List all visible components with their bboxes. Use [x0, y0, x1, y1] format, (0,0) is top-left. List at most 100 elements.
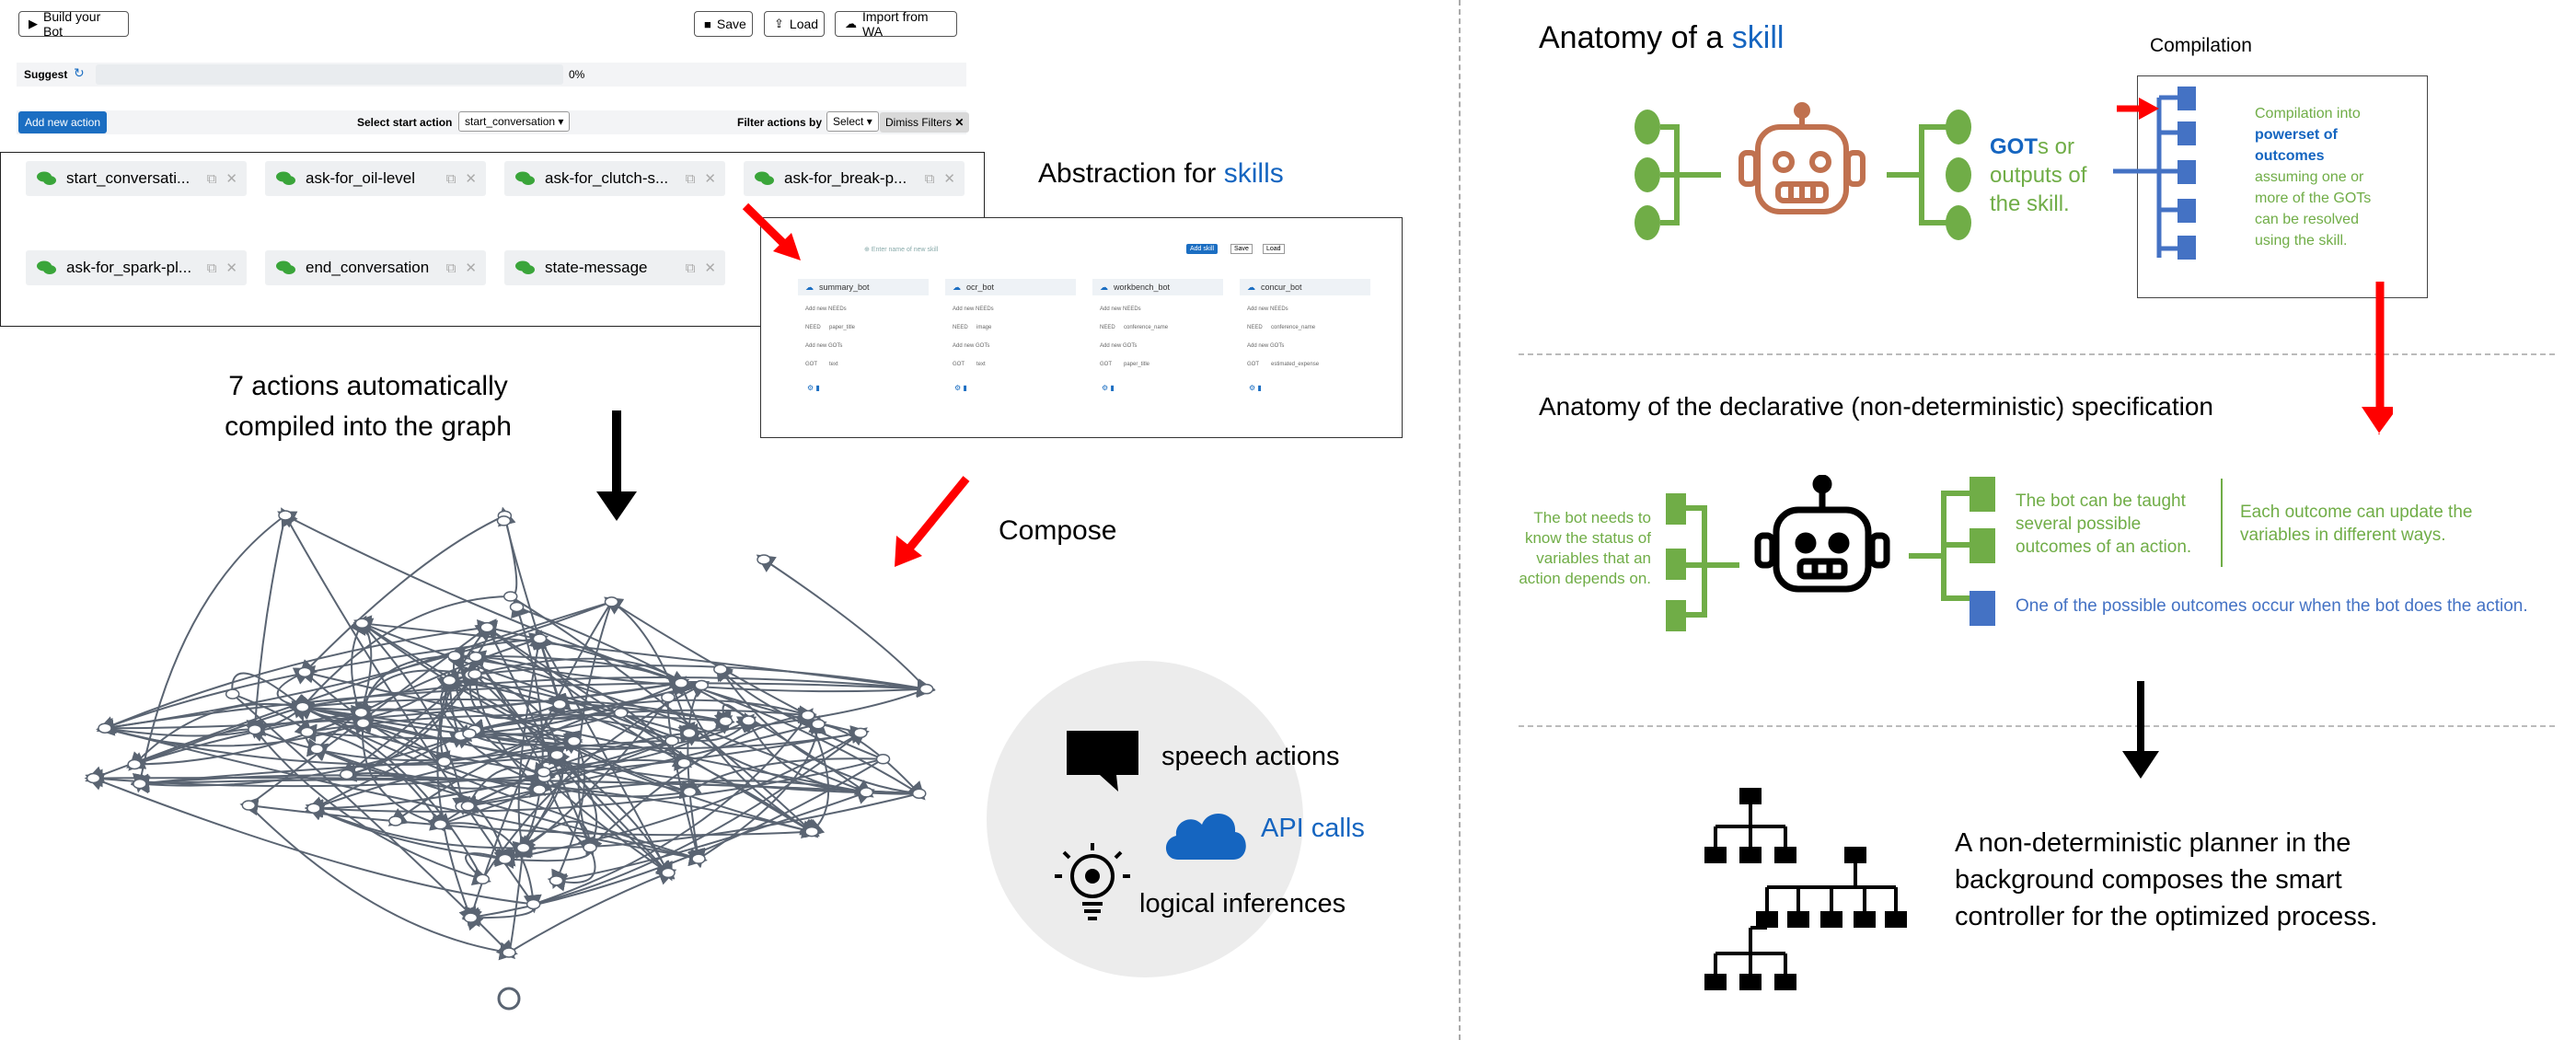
add-needs-link[interactable]: Add new NEEDs: [953, 306, 994, 312]
add-gots-link[interactable]: Add new GOTs: [1247, 343, 1285, 349]
inset-save-button[interactable]: Save: [1230, 244, 1253, 254]
import-wa-button[interactable]: ☁ Import from WA: [835, 9, 957, 39]
got-tag: GOT: [805, 362, 817, 367]
graph-edge: [436, 679, 477, 927]
close-icon[interactable]: ✕: [943, 171, 955, 187]
action-card[interactable]: ask-for_oil-level⧉✕: [265, 161, 486, 196]
graph-node: [713, 664, 728, 676]
graph-edge: [556, 754, 603, 856]
graph-node: [475, 873, 491, 885]
graph-edge: [313, 731, 469, 810]
graph-node: [468, 668, 482, 680]
graph-edge: [346, 771, 512, 869]
add-needs-link[interactable]: Add new NEEDs: [1100, 306, 1141, 312]
graph-node: [911, 788, 927, 799]
graph-node: [460, 801, 476, 812]
skill-settings-icon[interactable]: ⚙ ▮: [1102, 384, 1115, 392]
close-icon[interactable]: ✕: [465, 171, 477, 187]
gots-ovals: [1946, 110, 1971, 240]
add-needs-link[interactable]: Add new NEEDs: [805, 306, 847, 312]
skill-settings-icon[interactable]: ⚙ ▮: [1249, 384, 1262, 392]
dismiss-filters-button[interactable]: Dimiss Filters ✕: [880, 112, 970, 133]
red-arrow-to-inset: [742, 202, 801, 260]
copy-icon[interactable]: ⧉: [206, 260, 217, 276]
add-gots-link[interactable]: Add new GOTs: [953, 343, 990, 349]
graph-edge: [96, 600, 612, 736]
skill-column-header: ☁concur_bot: [1240, 279, 1370, 295]
graph-edge: [361, 622, 699, 799]
add-gots-link[interactable]: Add new GOTs: [1100, 343, 1138, 349]
needs-tag: NEED: [1247, 325, 1263, 330]
inset-load-button[interactable]: Load: [1263, 244, 1285, 254]
needs-tag: NEED: [805, 325, 821, 330]
graph-edge: [362, 722, 450, 831]
graph-edge: [474, 673, 675, 880]
copy-icon[interactable]: ⧉: [685, 170, 696, 187]
graph-edge: [433, 627, 489, 771]
skill-heading-prefix: Anatomy of a: [1539, 20, 1732, 55]
copy-icon[interactable]: ⧉: [924, 170, 935, 187]
graph-node: [566, 735, 582, 747]
copy-icon[interactable]: ⧉: [445, 170, 456, 187]
compiled-line-2: compiled into the graph: [225, 411, 512, 442]
graph-node: [436, 756, 452, 768]
taught-caption: The bot can be taught several possible o…: [2016, 490, 2191, 559]
add-action-button[interactable]: Add new action: [18, 111, 107, 133]
skill-settings-icon[interactable]: ⚙ ▮: [954, 384, 967, 392]
skill-settings-icon[interactable]: ⚙ ▮: [807, 384, 820, 392]
add-gots-link[interactable]: Add new GOTs: [805, 343, 843, 349]
add-skill-button[interactable]: Add skill: [1186, 244, 1219, 254]
cloud-icon: ☁: [805, 282, 814, 292]
build-bot-button[interactable]: ▶ Build your Bot: [18, 9, 129, 39]
need-field: paper_title: [829, 325, 856, 330]
gots-line-3: the skill.: [1990, 191, 2070, 216]
graph-node: [86, 772, 101, 784]
graph-edge: [713, 703, 750, 731]
action-card[interactable]: ask-for_clutch-s...⧉✕: [504, 161, 725, 196]
close-icon: ✕: [954, 116, 965, 129]
filter-select[interactable]: Select ▾: [826, 111, 879, 132]
graph-edge: [254, 729, 491, 886]
refresh-icon[interactable]: ↻: [74, 65, 85, 80]
graph-edge: [687, 684, 707, 869]
copy-icon[interactable]: ⧉: [206, 170, 217, 187]
action-card[interactable]: ask-for_break-p...⧉✕: [744, 161, 965, 196]
add-needs-link[interactable]: Add new NEEDs: [1247, 306, 1288, 312]
graph-node: [300, 726, 315, 738]
compiled-line-1: 7 actions automatically: [228, 371, 508, 401]
close-icon[interactable]: ✕: [225, 260, 237, 276]
update-caption: Each outcome can update the variables in…: [2240, 501, 2472, 547]
graph-node: [674, 677, 688, 688]
save-button[interactable]: ■ Save: [694, 11, 753, 37]
graph-node: [853, 727, 868, 739]
graph-node: [549, 749, 564, 761]
action-card[interactable]: ask-for_spark-pl...⧉✕: [26, 250, 247, 285]
graph-edge: [353, 618, 690, 734]
copy-icon[interactable]: ⧉: [445, 260, 456, 276]
abstraction-skills-word: skills: [1223, 158, 1284, 189]
action-card[interactable]: end_conversation⧉✕: [265, 250, 486, 285]
start-action-select[interactable]: start_conversation ▾: [458, 111, 571, 132]
graph-node: [661, 867, 676, 879]
cloud-icon: ☁: [1247, 282, 1255, 292]
close-icon[interactable]: ✕: [225, 171, 237, 187]
action-card[interactable]: state-message⧉✕: [504, 250, 725, 285]
graph-edge: [715, 661, 919, 795]
close-icon[interactable]: ✕: [704, 171, 716, 187]
load-button[interactable]: ⇪ Load: [764, 11, 825, 37]
graph-node: [98, 722, 112, 734]
planner-line-1: A non-deterministic planner in the: [1955, 828, 2351, 858]
action-card[interactable]: start_conversati...⧉✕: [26, 161, 247, 196]
comments-icon: [755, 171, 774, 185]
copy-icon[interactable]: ⧉: [685, 260, 696, 276]
close-icon[interactable]: ✕: [465, 260, 477, 276]
planner-tree-icon: [1704, 788, 1907, 990]
close-icon[interactable]: ✕: [704, 260, 716, 276]
vertical-divider: [1459, 0, 1461, 1040]
skill-heading: Anatomy of a skill: [1539, 20, 1784, 56]
graph-edge: [533, 727, 868, 906]
skill-name-input[interactable]: ⊕ Enter name of new skill: [864, 246, 938, 253]
graph-node: [691, 853, 706, 864]
graph-node: [509, 601, 525, 613]
graph-edge: [93, 725, 870, 788]
